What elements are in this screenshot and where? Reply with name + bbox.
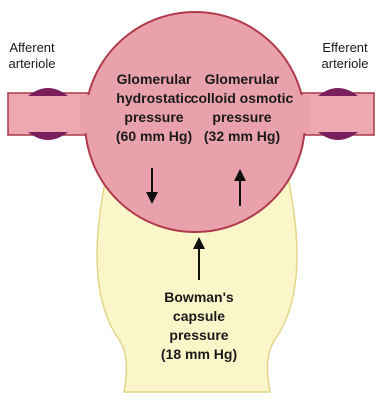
afferent-lumen-mark-bottom: [28, 132, 68, 140]
colloid-label-line-2: colloid osmotic: [191, 90, 294, 106]
afferent-arteriole-junction: [80, 95, 100, 133]
colloid-label-line-3: pressure: [212, 109, 271, 125]
afferent-label-line-2: arteriole: [9, 56, 56, 71]
glomerulus: [85, 12, 305, 232]
hydrostatic-label-line-1: Glomerular: [117, 71, 192, 87]
afferent-lumen-mark-top: [28, 88, 68, 96]
efferent-label-line-1: Efferent: [322, 40, 368, 55]
bowmans-label-line-3: pressure: [169, 327, 228, 343]
hydrostatic-label-line-3: pressure: [124, 109, 183, 125]
bowmans-label-line-1: Bowman's: [164, 289, 234, 305]
afferent-label-line-1: Afferent: [9, 40, 55, 55]
hydrostatic-label-line-4: (60 mm Hg): [116, 128, 192, 144]
efferent-label-line-2: arteriole: [322, 56, 369, 71]
bowmans-label-line-2: capsule: [173, 308, 225, 324]
colloid-label-line-4: (32 mm Hg): [204, 128, 280, 144]
bowmans-label-line-4: (18 mm Hg): [161, 346, 237, 362]
colloid-label-line-1: Glomerular: [205, 71, 280, 87]
efferent-lumen-mark-top: [318, 88, 358, 96]
efferent-lumen-mark-bottom: [318, 132, 358, 140]
hydrostatic-label-line-2: hydrostatic: [116, 90, 192, 106]
